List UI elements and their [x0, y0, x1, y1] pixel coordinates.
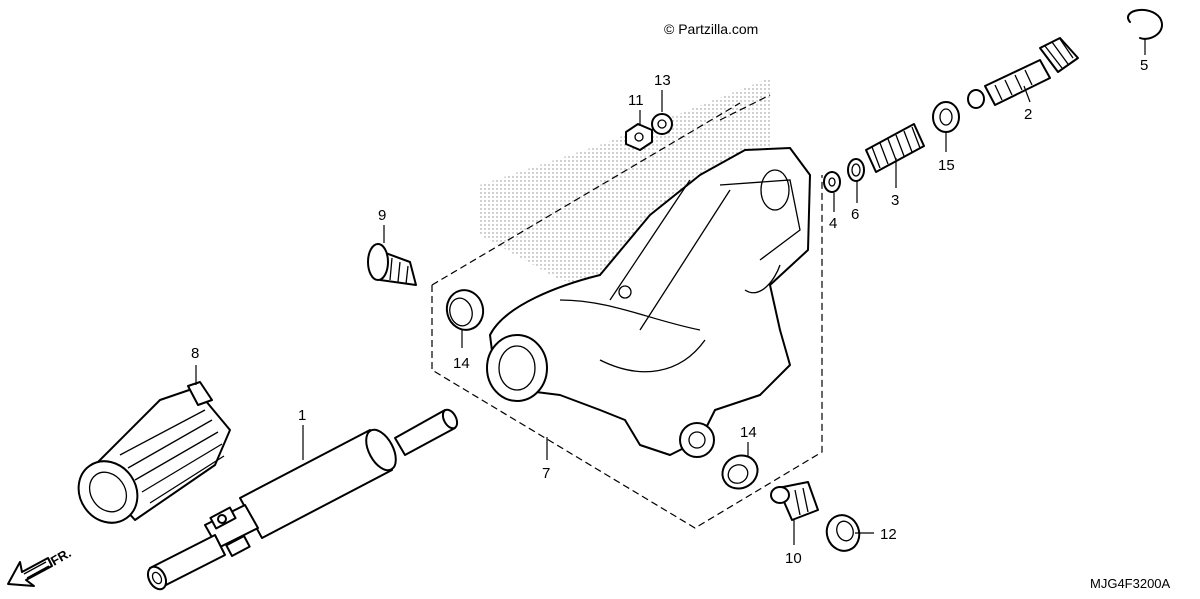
callout-14-upper[interactable]: 14 — [453, 355, 470, 372]
rubber-boot-part-8[interactable] — [67, 381, 231, 534]
lock-nut-part-12[interactable] — [822, 511, 864, 556]
callout-10[interactable]: 10 — [785, 550, 802, 567]
callout-8[interactable]: 8 — [191, 345, 199, 362]
callout-6[interactable]: 6 — [851, 206, 859, 223]
callout-15[interactable]: 15 — [938, 157, 955, 174]
callout-9[interactable]: 9 — [378, 207, 386, 224]
front-direction-arrow: FR. — [7, 545, 74, 587]
swingarm-part-7[interactable] — [486, 147, 811, 458]
washer-part-6[interactable] — [847, 158, 865, 182]
washer-part-13[interactable] — [651, 113, 673, 135]
assembly-boundary-top2 — [719, 94, 771, 121]
leader-lines — [195, 38, 1146, 545]
bearing-part-14-lower[interactable] — [716, 449, 763, 495]
assembly-boundary-top — [431, 102, 741, 286]
bearing-part-14-upper[interactable] — [442, 286, 487, 334]
oil-seal-part-15[interactable] — [932, 101, 960, 133]
callout-4[interactable]: 4 — [829, 215, 837, 232]
washer-part-4[interactable] — [823, 171, 841, 193]
watermark: © Partzilla.com — [664, 21, 758, 37]
shaft-part-2[interactable] — [967, 37, 1079, 109]
callout-7[interactable]: 7 — [542, 465, 550, 482]
callout-2[interactable]: 2 — [1024, 106, 1032, 123]
callout-5[interactable]: 5 — [1140, 57, 1148, 74]
spring-part-3[interactable] — [865, 123, 925, 173]
callout-14-lower[interactable]: 14 — [740, 424, 757, 441]
nut-part-11[interactable] — [625, 123, 653, 151]
pivot-bolt-part-9[interactable] — [367, 243, 417, 286]
drive-shaft-part-1[interactable] — [144, 407, 460, 592]
callout-3[interactable]: 3 — [891, 192, 899, 209]
callout-11[interactable]: 11 — [628, 92, 644, 109]
circlip-part-5[interactable] — [1127, 8, 1163, 40]
diagram-code: MJG4F3200A — [1090, 576, 1171, 591]
pivot-bolt-part-10[interactable] — [770, 481, 819, 521]
callout-1[interactable]: 1 — [298, 407, 306, 424]
callout-13[interactable]: 13 — [654, 72, 671, 89]
assembly-boundary — [431, 175, 823, 529]
callout-12[interactable]: 12 — [880, 526, 897, 543]
